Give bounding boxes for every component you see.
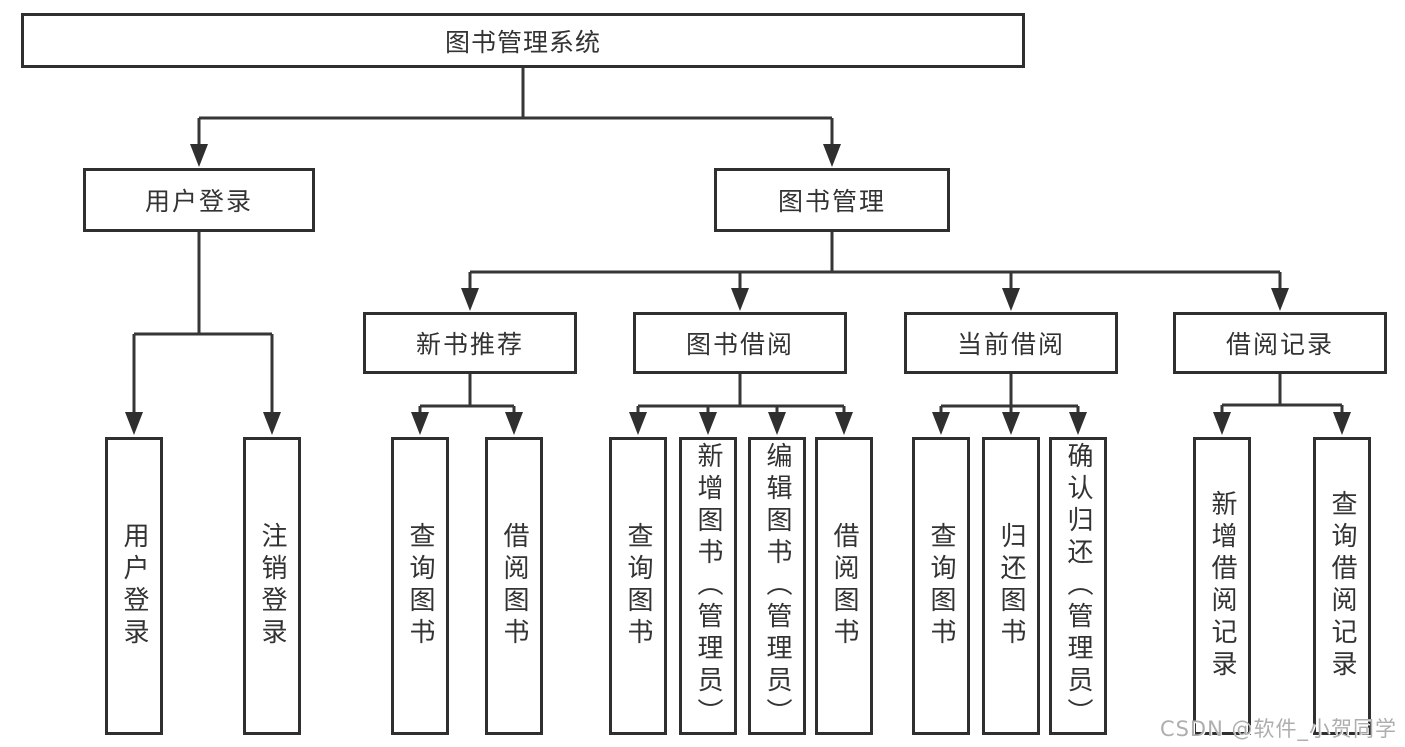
leaf-confirm-return-admin-label: 确认归还（管理员）: [1063, 442, 1093, 730]
leaf-borrow-books-borrowing: 借阅图书: [815, 437, 873, 735]
leaf-return-books-label: 归还图书: [996, 522, 1026, 650]
leaf-logout: 注销登录: [243, 437, 301, 735]
leaf-add-books-admin: 新增图书（管理员）: [679, 437, 737, 735]
leaf-return-books: 归还图书: [982, 437, 1040, 735]
watermark: CSDN @软件_小贺同学: [1159, 717, 1397, 741]
leaf-query-books-current: 查询图书: [912, 437, 970, 735]
leaf-query-books-borrowing-label: 查询图书: [623, 522, 653, 650]
node-book-management-label: 图书管理: [777, 187, 886, 216]
leaf-query-borrow-record: 查询借阅记录: [1313, 437, 1371, 735]
leaf-user-login-label: 用户登录: [119, 522, 149, 650]
leaf-confirm-return-admin: 确认归还（管理员）: [1049, 437, 1107, 735]
leaf-edit-books-admin: 编辑图书（管理员）: [748, 437, 806, 735]
node-root-label: 图书管理系统: [444, 27, 601, 57]
node-current-borrowing: 当前借阅: [904, 312, 1118, 374]
leaf-borrow-books-recommend: 借阅图书: [485, 437, 543, 735]
arrowhead-icons: [125, 144, 1351, 435]
leaf-query-books-recommend: 查询图书: [391, 437, 449, 735]
node-root: 图书管理系统: [21, 13, 1025, 68]
leaf-add-books-admin-label: 新增图书（管理员）: [693, 442, 723, 730]
leaf-query-books-recommend-label: 查询图书: [405, 522, 435, 650]
leaf-borrow-books-borrowing-label: 借阅图书: [829, 522, 859, 650]
leaf-query-books-current-label: 查询图书: [926, 522, 956, 650]
leaf-add-borrow-record: 新增借阅记录: [1193, 437, 1251, 735]
leaf-query-borrow-record-label: 查询借阅记录: [1327, 490, 1357, 682]
leaf-query-books-borrowing: 查询图书: [609, 437, 667, 735]
leaf-user-login: 用户登录: [105, 437, 163, 735]
node-new-book-recommend-label: 新书推荐: [415, 330, 524, 359]
node-book-borrowing-label: 图书借阅: [685, 330, 794, 359]
leaf-edit-books-admin-label: 编辑图书（管理员）: [762, 442, 792, 730]
node-user-login: 用户登录: [83, 168, 315, 232]
leaf-borrow-books-recommend-label: 借阅图书: [499, 522, 529, 650]
node-book-management: 图书管理: [714, 168, 950, 232]
node-new-book-recommend: 新书推荐: [363, 312, 577, 374]
leaf-add-borrow-record-label: 新增借阅记录: [1207, 490, 1237, 682]
node-current-borrowing-label: 当前借阅: [956, 330, 1065, 359]
node-user-login-label: 用户登录: [144, 187, 253, 216]
node-book-borrowing: 图书借阅: [633, 312, 847, 374]
leaf-logout-label: 注销登录: [257, 522, 287, 650]
node-borrowing-records: 借阅记录: [1173, 312, 1387, 374]
node-borrowing-records-label: 借阅记录: [1225, 330, 1334, 359]
